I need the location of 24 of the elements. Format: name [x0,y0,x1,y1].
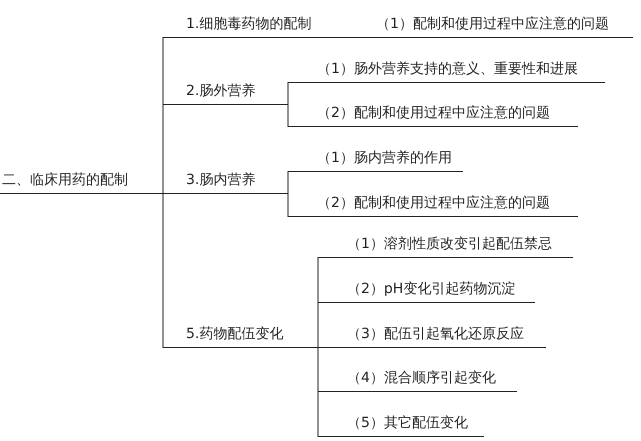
connector-line [284,104,292,127]
connector-line [284,82,292,105]
connector-line [314,347,322,437]
connector-line [284,171,292,194]
connector-line [284,193,292,217]
branch-label: （1）配制和使用过程中应注意的问题 [356,9,633,38]
branch-label: （1）肠外营养支持的意义、重要性和进展 [291,54,605,83]
connector-line [160,193,166,348]
branch-label: （2）配制和使用过程中应注意的问题 [291,188,578,217]
branch-label: （2）配制和使用过程中应注意的问题 [291,98,578,127]
branch-label: 3.肠内营养 [166,165,285,194]
branch-label: （5）其它配伍变化 [321,408,484,437]
connector-line [160,104,166,194]
branch-label: 2.肠外营养 [166,76,285,105]
branch-label: （2）pH变化引起药物沉淀 [321,274,535,303]
connector-line [350,37,356,38]
branch-label: （1）肠内营养的作用 [291,143,463,172]
branch-label: 二、临床用药的配制 [0,165,160,194]
connector-line [314,302,322,348]
branch-label: 1.细胞毒药物的配制 [166,9,350,38]
branch-label: （3）配伍引起氧化还原反应 [321,319,546,348]
branch-label: 5.药物配伍变化 [166,319,315,348]
branch-label: （4）混合顺序引起变化 [321,363,517,392]
branch-label: （1）溶剂性质改变引起配伍禁忌 [321,229,573,258]
